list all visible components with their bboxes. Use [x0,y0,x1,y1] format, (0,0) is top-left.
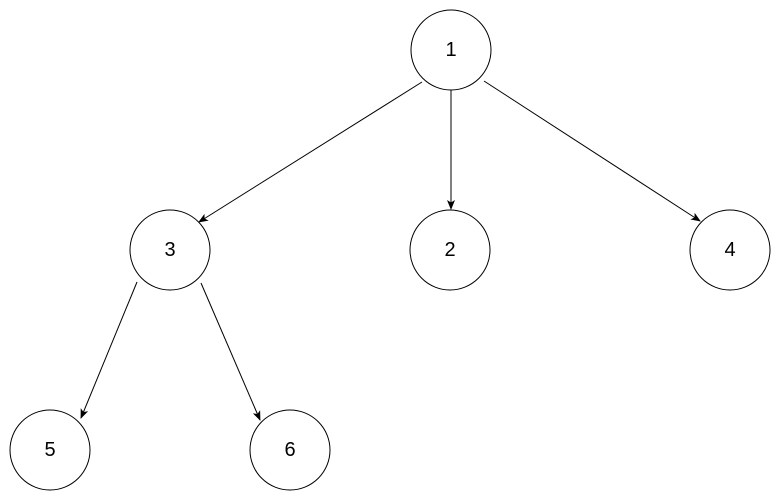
node-label: 6 [284,439,295,461]
node-circle [689,209,771,291]
node-circle [410,9,492,91]
node-circle [409,209,491,291]
nodes-layer: 1 3 2 4 5 6 [9,9,771,491]
node-label: 2 [444,239,455,261]
node-label: 5 [44,439,55,461]
edges-layer [80,80,701,421]
tree-node-6: 6 [249,409,331,491]
edge-1-to-3 [198,81,423,223]
node-label: 1 [445,39,456,61]
tree-node-1: 1 [410,9,492,91]
tree-node-3: 3 [129,209,211,291]
edge-1-to-4 [483,80,701,222]
edge-3-to-6 [200,282,261,421]
node-label: 4 [724,239,735,261]
tree-node-5: 5 [9,409,91,491]
node-circle [9,409,91,491]
node-circle [129,209,211,291]
edge-3-to-5 [80,281,138,419]
node-circle [249,409,331,491]
node-label: 3 [164,239,175,261]
tree-node-2: 2 [409,209,491,291]
tree-node-4: 4 [689,209,771,291]
